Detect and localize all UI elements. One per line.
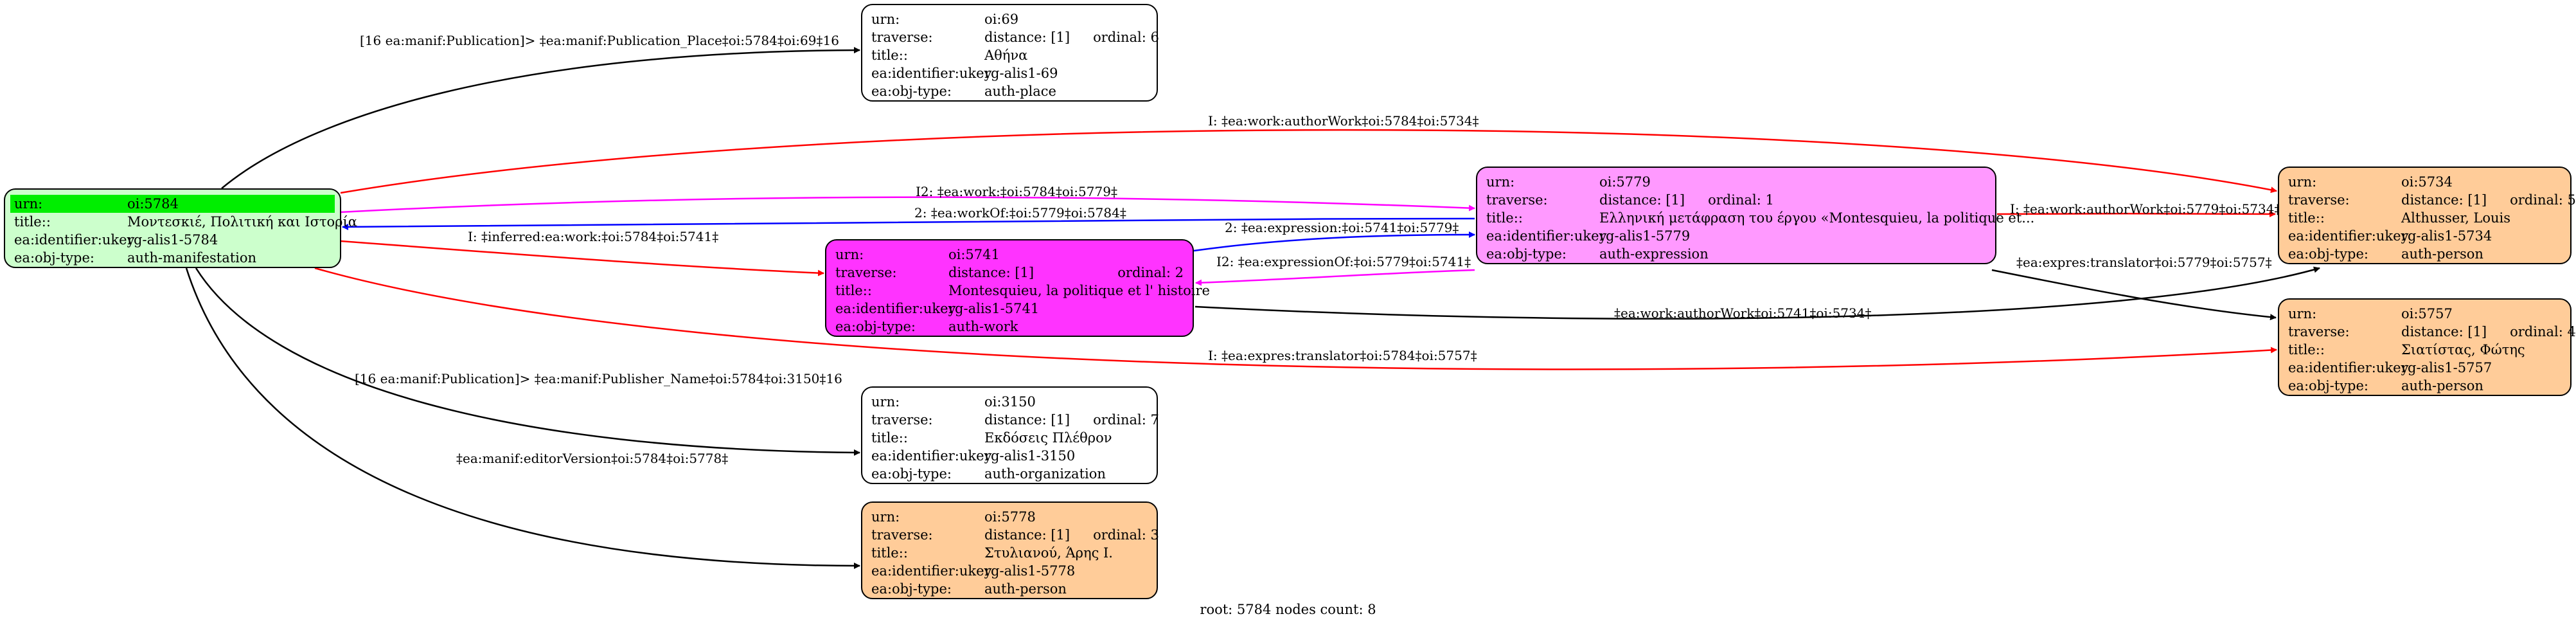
edge-inferred-work	[340, 240, 824, 276]
edge-label-inferred-work: I: ‡inferred:ea:work:‡oi:5784‡oi:5741‡	[468, 229, 718, 244]
node-5784[interactable]: urn:oi:5784 title::Μοντεσκιέ, Πολιτική κ…	[4, 188, 357, 268]
node-5778-title-row: title::Στυλιανού, Άρης Ι.	[871, 545, 1113, 561]
node-5784-urn-row: urn:oi:5784	[10, 195, 335, 213]
edge-label-publication-place: [16 ea:manif:Publication]> ‡ea:manif:Pub…	[360, 33, 839, 48]
edge-label-work-of: 2: ‡ea:workOf:‡oi:5779‡oi:5784‡	[914, 205, 1126, 221]
edge-label-translator-5784: I: ‡ea:expres:translator‡oi:5784‡oi:5757…	[1208, 348, 1477, 363]
edge-label-expression-of: I2: ‡ea:expressionOf:‡oi:5779‡oi:5741‡	[1216, 254, 1471, 269]
node-5779-type-row: ea:obj-type:auth-expression	[1486, 246, 1709, 262]
node-69-traverse-row: traverse:distance: [1]ordinal: 6	[871, 30, 1159, 45]
node-3150-urn-row: urn:oi:3150	[871, 394, 1036, 410]
node-69-urn-row: urn:oi:69	[871, 12, 1019, 27]
node-3150-type-row: ea:obj-type:auth-organization	[871, 466, 1106, 482]
edge-label-expression: 2: ‡ea:expression:‡oi:5741‡oi:5779‡	[1225, 220, 1459, 235]
edge-expression	[1193, 231, 1475, 252]
node-5779-traverse-row: traverse:distance: [1]ordinal: 1	[1486, 192, 1774, 208]
node-5734[interactable]: urn:oi:5734 traverse:distance: [1]ordina…	[2278, 167, 2576, 264]
edge-publisher	[195, 267, 860, 456]
edge-translator-5784	[314, 267, 2277, 370]
edge-label-author-work-5784: I: ‡ea:work:authorWork‡oi:5784‡oi:5734‡	[1208, 113, 1479, 129]
node-5734-traverse-row: traverse:distance: [1]ordinal: 5	[2288, 192, 2576, 208]
node-5778-type-row: ea:obj-type:auth-person	[871, 581, 1067, 597]
node-3150-title-row: title::Εκδόσεις Πλέθρον	[871, 430, 1112, 446]
node-5779-title-row: title::Ελληνική μετάφραση του έργου «Mon…	[1486, 210, 2035, 226]
edge-label-translator-5779: ‡ea:expres:translator‡oi:5779‡oi:5757‡	[2016, 255, 2272, 270]
node-5734-type-row: ea:obj-type:auth-person	[2288, 246, 2483, 262]
node-5784-title-row: title::Μοντεσκιέ, Πολιτική και Ιστορία	[14, 214, 357, 230]
node-3150-traverse-row: traverse:distance: [1]ordinal: 7	[871, 412, 1159, 428]
edge-label-work-5779: I2: ‡ea:work:‡oi:5784‡oi:5779‡	[916, 184, 1117, 199]
edge-label-publisher: [16 ea:manif:Publication]> ‡ea:manif:Pub…	[355, 371, 842, 386]
edge-expression-of	[1195, 269, 1475, 286]
edge-work-of	[342, 217, 1475, 230]
node-5757-type-row: ea:obj-type:auth-person	[2288, 378, 2483, 393]
edge-author-work-5779	[1996, 210, 2276, 217]
edge-author-work-5784	[340, 129, 2277, 194]
node-5741-type-row: ea:obj-type:auth-work	[835, 319, 1018, 334]
node-5741-title-row: title::Montesquieu, la politique et l' h…	[835, 283, 1210, 298]
edge-work-5779	[340, 196, 1475, 213]
edge-label-author-work-5779: I: ‡ea:work:authorWork‡oi:5779‡oi:5734‡	[2010, 201, 2280, 217]
node-5778-urn-row: urn:oi:5778	[871, 509, 1036, 525]
edge-label-editor: ‡ea:manif:editorVersion‡oi:5784‡oi:5778‡	[456, 451, 728, 466]
edge-publication-place	[221, 47, 860, 189]
node-69[interactable]: urn:oi:69 traverse:distance: [1]ordinal:…	[861, 4, 1159, 102]
node-5779[interactable]: urn:oi:5779 traverse:distance: [1]ordina…	[1476, 167, 2035, 264]
node-69-title-row: title::Αθήνα	[871, 48, 1028, 63]
node-5757[interactable]: urn:oi:5757 traverse:distance: [1]ordina…	[2278, 298, 2576, 396]
node-5784-type-row: ea:obj-type:auth-manifestation	[14, 250, 257, 266]
node-5779-urn-row: urn:oi:5779	[1486, 174, 1651, 190]
node-5757-title-row: title::Σιατίστας, Φώτης	[2288, 342, 2525, 357]
node-5778-traverse-row: traverse:distance: [1]ordinal: 3	[871, 527, 1159, 543]
node-5778[interactable]: urn:oi:5778 traverse:distance: [1]ordina…	[861, 501, 1159, 599]
graph-footer: root: 5784 nodes count: 8	[1200, 602, 1376, 617]
node-69-type-row: ea:obj-type:auth-place	[871, 84, 1056, 99]
node-5734-title-row: title::Althusser, Louis	[2288, 210, 2511, 226]
node-5741-urn-row: urn:oi:5741	[835, 247, 1000, 262]
node-5757-traverse-row: traverse:distance: [1]ordinal: 4	[2288, 324, 2576, 339]
node-3150[interactable]: urn:oi:3150 traverse:distance: [1]ordina…	[861, 386, 1159, 484]
edge-label-author-work-5741: ‡ea:work:authorWork‡oi:5741‡oi:5734‡	[1614, 305, 1871, 321]
node-5741-traverse-row: traverse:distance: [1]ordinal: 2	[835, 265, 1184, 280]
node-5741[interactable]: urn:oi:5741 traverse:distance: [1]ordina…	[825, 239, 1210, 337]
node-5757-urn-row: urn:oi:5757	[2288, 306, 2453, 321]
edge-translator-5779	[1991, 269, 2277, 321]
edge-author-work-5741	[1195, 266, 2320, 320]
node-5734-urn-row: urn:oi:5734	[2288, 174, 2453, 190]
edge-editor	[185, 267, 860, 569]
